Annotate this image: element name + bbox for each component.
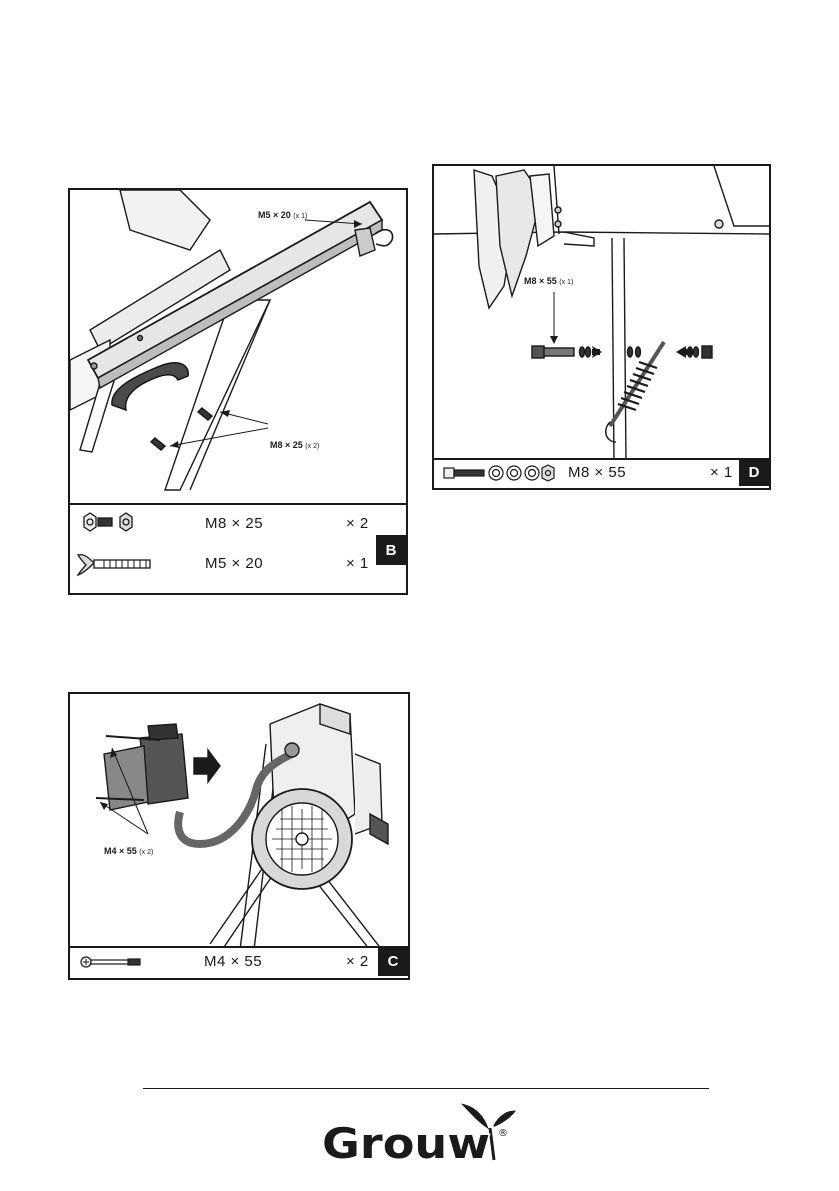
part-spec: M8 × 25 [205,515,263,532]
m5-callout-label: M5 × 20 (x 1) [258,210,307,220]
parts-row: M8 × 25 × 2 [70,509,406,537]
step-badge: C [378,947,408,976]
step-c-illustration [70,694,408,950]
footer-divider [143,1088,709,1089]
registered-mark: ® [498,1128,508,1139]
parts-row: M4 × 55 × 2 [70,948,408,976]
logo-mark: Grouw ® [318,1096,518,1166]
logo-text: Grouw [322,1119,490,1166]
m8-callout-label: M8 × 25 (x 2) [270,440,319,450]
parts-list-b: M8 × 25 × 2 M5 × 20 × 1 B [70,503,406,593]
wing-bolt-icon [74,551,158,579]
step-b-illustration [70,190,406,506]
m4-callout-label: M4 × 55 (x 2) [104,846,153,856]
parts-list-c: M4 × 55 × 2 C [70,946,408,978]
step-d-illustration [434,166,769,462]
part-spec: M5 × 20 [205,555,263,572]
step-badge: B [376,535,406,565]
part-qty: × 2 [346,515,369,532]
m8-55-callout-label: M8 × 55 (x 1) [524,276,573,286]
parts-list-d: M8 × 55 × 1 D [434,458,769,488]
step-badge: D [739,458,769,486]
bolt-washers-nut-icon [442,462,562,484]
part-qty: × 2 [346,953,369,970]
screw-icon [78,952,148,972]
part-qty: × 1 [346,555,369,572]
assembly-step-c-panel: M4 × 55 (x 2) M4 × 55 × 2 C [68,692,410,980]
parts-row: M8 × 55 × 1 [434,460,769,486]
part-qty: × 1 [710,464,733,481]
part-spec: M4 × 55 [204,953,262,970]
parts-row: M5 × 20 × 1 [70,549,406,579]
part-spec: M8 × 55 [568,464,626,481]
assembly-step-b-panel: M5 × 20 (x 1) M8 × 25 (x 2) M8 × 25 × 2 [68,188,408,595]
hex-bolt-nut-icon [80,511,140,535]
grouw-logo: Grouw ® [318,1096,518,1166]
assembly-step-d-panel: M8 × 55 (x 1) M8 × 55 × 1 D [432,164,771,490]
